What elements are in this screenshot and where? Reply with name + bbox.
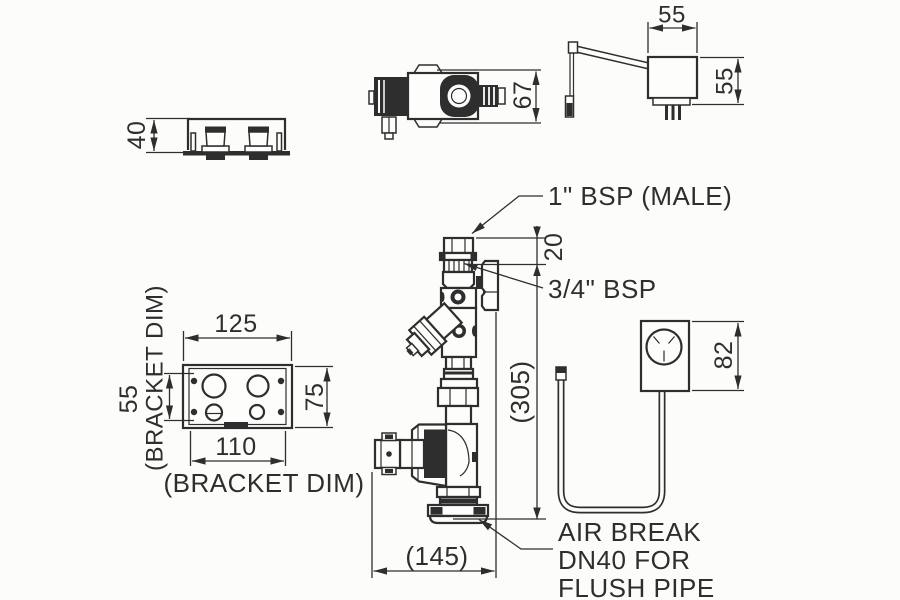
dim-bracket-mount-height: 55 (BRACKET DIM) bbox=[115, 285, 194, 471]
label-branch-bsp: 3/4" BSP bbox=[463, 262, 657, 304]
dim-valve-heights: 20 (305) bbox=[453, 226, 568, 520]
view-pushbutton-side: 40 bbox=[123, 117, 290, 160]
dim-controller-height-label: 55 bbox=[712, 67, 739, 95]
solenoid-flush-valve bbox=[373, 422, 479, 489]
dim-outlet-height-label: 82 bbox=[710, 341, 738, 370]
dim-pushbutton-height: 40 bbox=[123, 117, 190, 154]
valve-strainer bbox=[405, 301, 464, 358]
dim-controller-width-label: 55 bbox=[658, 2, 686, 29]
dim-solenoid-height: 67 bbox=[437, 69, 541, 124]
solenoid-din-plug bbox=[381, 116, 397, 140]
air-break-text-line2: DN40 FOR bbox=[558, 545, 691, 575]
dim-controller-height: 55 bbox=[692, 56, 744, 106]
dim-controller-width: 55 bbox=[647, 2, 698, 53]
bracket-mount-width-note: (BRACKET DIM) bbox=[163, 468, 364, 498]
valve-outlet-air-break bbox=[426, 485, 490, 525]
valve-mid-couplings bbox=[436, 355, 480, 426]
dim-solenoid-height-label: 67 bbox=[509, 81, 537, 110]
label-air-break: AIR BREAK DN40 FOR FLUSH PIPE bbox=[478, 517, 715, 600]
view-bracket-front: 125 55 (BRACKET DIM) 75 110 (BRACKET DIM… bbox=[115, 285, 364, 498]
dim-bracket-width: 125 bbox=[182, 310, 293, 361]
dim-pushbutton-height-label: 40 bbox=[123, 121, 151, 150]
pushbutton-panel-body bbox=[183, 117, 290, 156]
pushbutton-left bbox=[201, 126, 230, 160]
dim-bracket-mount-height-label: 55 bbox=[115, 385, 143, 414]
inlet-bsp-text: 1" BSP (MALE) bbox=[548, 181, 732, 211]
bracket-plate bbox=[181, 363, 294, 430]
dim-valve-height-label: (305) bbox=[505, 360, 535, 423]
dim-bracket-mount-width-label: 110 bbox=[215, 433, 256, 461]
air-break-text-line3: FLUSH PIPE bbox=[558, 573, 715, 600]
dim-bracket-height: 75 bbox=[295, 365, 333, 429]
view-valve-assembly: 20 (305) (145) 1" BSP (MALE) 3/4" BSP AI… bbox=[371, 181, 732, 600]
view-power-outlet: 82 bbox=[555, 319, 744, 514]
dim-bracket-mount-width: 110 (BRACKET DIM) bbox=[163, 431, 364, 498]
controller-box-body bbox=[646, 55, 699, 120]
dim-inlet-thread-label: 20 bbox=[540, 233, 568, 262]
solenoid-valve-body bbox=[406, 64, 480, 128]
label-inlet-bsp: 1" BSP (MALE) bbox=[471, 181, 732, 235]
dim-outlet-height: 82 bbox=[692, 320, 744, 392]
solenoid-outlet-thread bbox=[479, 85, 506, 107]
bracket-mount-height-note: (BRACKET DIM) bbox=[142, 285, 169, 471]
pushbutton-right bbox=[244, 126, 273, 160]
dim-bracket-width-label: 125 bbox=[214, 310, 257, 338]
dim-valve-depth-label: (145) bbox=[405, 541, 468, 571]
solenoid-coil bbox=[368, 77, 408, 116]
sensor-wand bbox=[564, 41, 650, 118]
branch-bsp-text: 3/4" BSP bbox=[548, 274, 657, 304]
valve-inlet-fitting bbox=[438, 236, 478, 274]
view-solenoid-top: 67 bbox=[368, 64, 541, 140]
view-controller-box: 55 55 bbox=[564, 2, 744, 120]
power-socket bbox=[639, 319, 691, 393]
dim-valve-depth: (145) bbox=[371, 312, 497, 578]
air-break-text-line1: AIR BREAK bbox=[558, 517, 701, 547]
power-cord bbox=[555, 366, 666, 514]
dim-bracket-height-label: 75 bbox=[301, 383, 329, 412]
